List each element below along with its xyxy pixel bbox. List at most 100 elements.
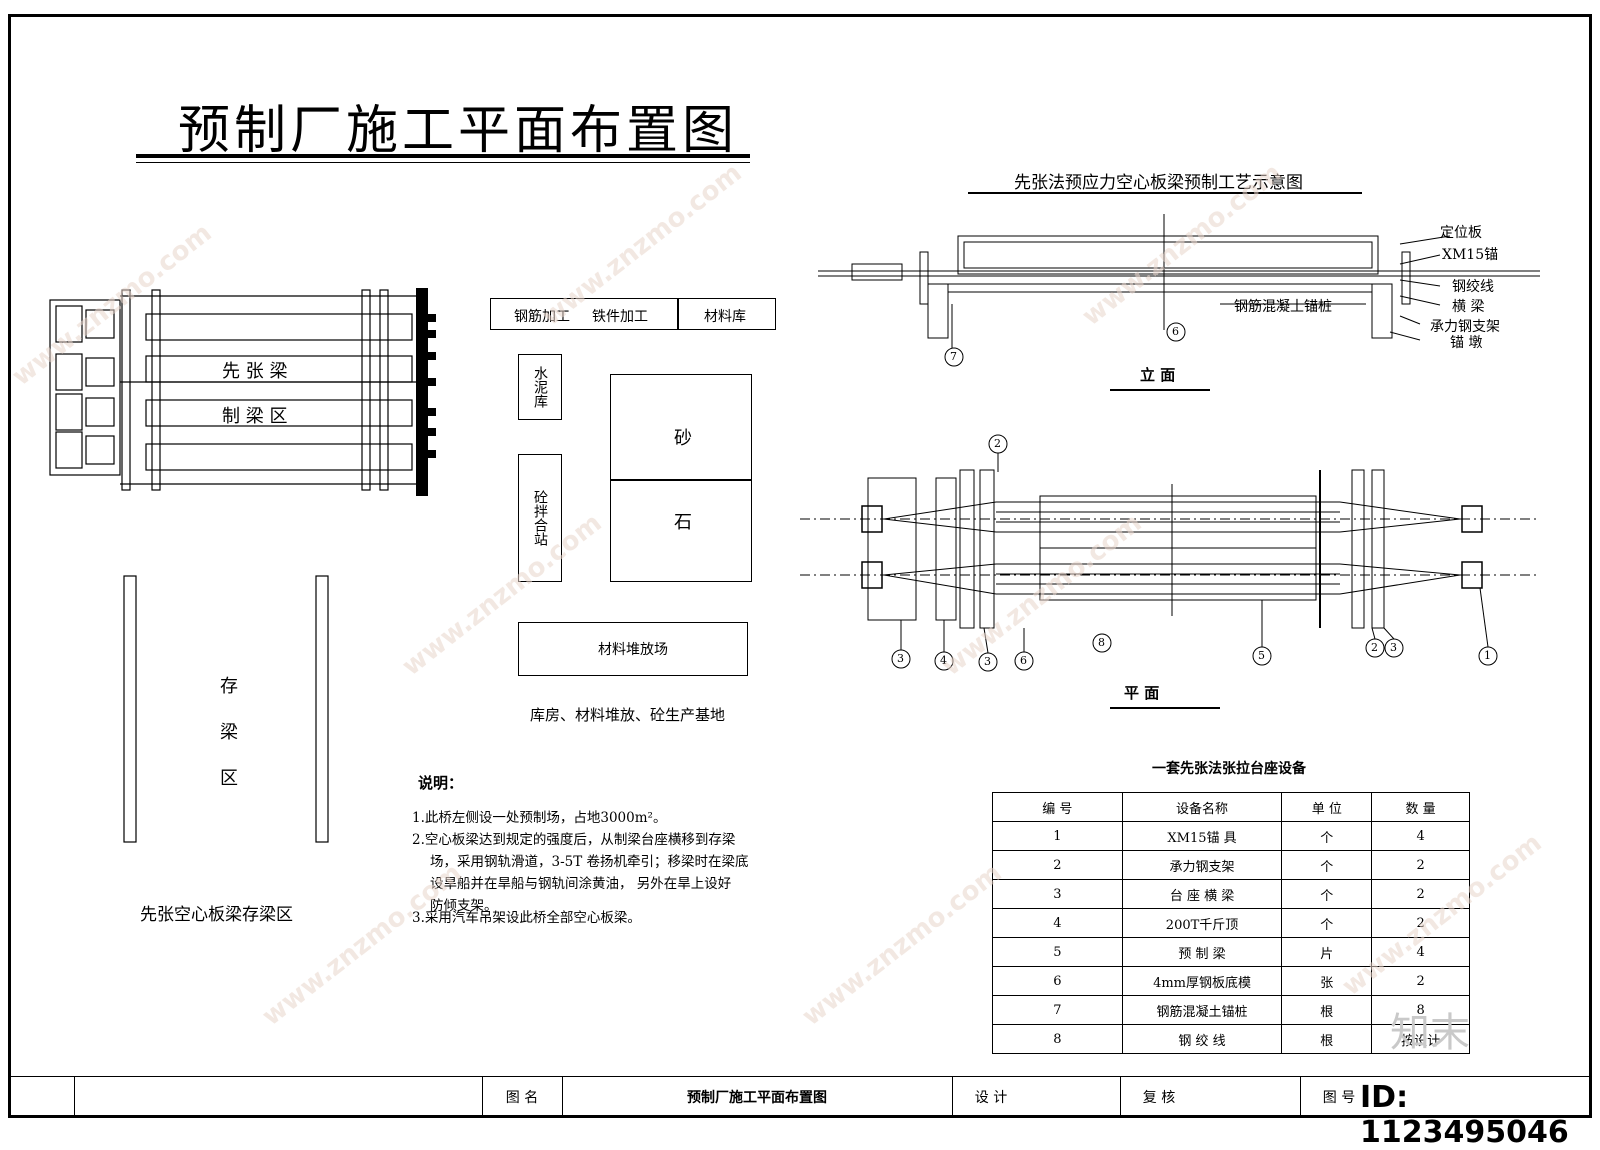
rebar-workshop-label: 钢筋加工 bbox=[514, 309, 570, 325]
zone-label-2: 制 梁 区 bbox=[222, 406, 288, 427]
cell-quantity: 8 bbox=[1371, 995, 1470, 1025]
tb-design-label: 设 计 bbox=[952, 1077, 1029, 1117]
tb-name-value: 预制厂施工平面布置图 bbox=[562, 1077, 951, 1117]
note-line: 1.此桥左侧设一处预制场，占地3000m²。 bbox=[412, 810, 667, 826]
marker-3: 3 bbox=[897, 652, 904, 665]
cell-number: 8 bbox=[992, 1024, 1123, 1054]
storage-char-3: 区 bbox=[220, 768, 238, 789]
cell-unit: 个 bbox=[1281, 908, 1373, 938]
marker-6: 6 bbox=[1020, 654, 1027, 667]
marker-1: 1 bbox=[1484, 649, 1491, 662]
label-anchor-pier: 锚 墩 bbox=[1450, 335, 1483, 351]
title-underline-thin bbox=[136, 162, 750, 163]
cell-name: 200T千斤顶 bbox=[1121, 908, 1283, 938]
cell-unit: 个 bbox=[1281, 850, 1373, 880]
cell-number: 6 bbox=[992, 966, 1123, 996]
page-title: 预制厂施工平面布置图 bbox=[178, 101, 739, 161]
storage-caption: 先张空心板梁存梁区 bbox=[140, 905, 293, 925]
cell-number: 2 bbox=[992, 850, 1123, 880]
cell-quantity: 2 bbox=[1371, 850, 1470, 880]
cell-name: 预 制 梁 bbox=[1121, 937, 1283, 967]
header-name: 设备名称 bbox=[1121, 792, 1283, 822]
label-positioning-plate: 定位板 bbox=[1440, 225, 1482, 241]
header-number: 编 号 bbox=[992, 792, 1123, 822]
label-anchor-pile: 钢筋混凝土锚桩 bbox=[1234, 299, 1332, 315]
cell-number: 5 bbox=[992, 937, 1123, 967]
storage-char-1: 存 bbox=[220, 676, 238, 697]
cell-number: 7 bbox=[992, 995, 1123, 1025]
header-unit: 单 位 bbox=[1281, 792, 1373, 822]
sand-label: 砂 bbox=[674, 428, 692, 449]
cell-quantity: 按设计 bbox=[1371, 1024, 1470, 1054]
cell-unit: 根 bbox=[1281, 1024, 1373, 1054]
material-yard-label: 材料堆放场 bbox=[598, 642, 668, 658]
watermark-logo: 知末 bbox=[1390, 1010, 1470, 1056]
process-title: 先张法预应力空心板梁预制工艺示意图 bbox=[1014, 173, 1303, 193]
equipment-title: 一套先张法张拉台座设备 bbox=[1152, 761, 1306, 777]
mixing-station: 砼拌合站 bbox=[518, 454, 562, 582]
base-caption: 库房、材料堆放、砼生产基地 bbox=[530, 706, 726, 724]
material-yard: 材料堆放场 bbox=[518, 622, 748, 676]
marker-7: 7 bbox=[950, 350, 957, 363]
zone-label-1: 先 张 梁 bbox=[222, 361, 288, 382]
note-line: 2.空心板梁达到规定的强度后，从制梁台座横移到存梁 bbox=[412, 832, 736, 848]
cement-store-label: 水泥库 bbox=[532, 366, 548, 408]
label-steel-support: 承力钢支架 bbox=[1430, 319, 1500, 335]
cell-unit: 个 bbox=[1281, 821, 1373, 851]
tb-name-label: 图 名 bbox=[482, 1077, 561, 1117]
marker-8: 8 bbox=[1098, 636, 1105, 649]
cement-store: 水泥库 bbox=[518, 354, 562, 420]
cell-quantity: 2 bbox=[1371, 879, 1470, 909]
cell-unit: 根 bbox=[1281, 995, 1373, 1025]
cell-quantity: 2 bbox=[1371, 966, 1470, 996]
title-block: 图 名 预制厂施工平面布置图 设 计 复 核 图 号 bbox=[10, 1076, 1590, 1117]
label-xm15-anchor: XM15锚 bbox=[1442, 247, 1499, 263]
drawing-frame bbox=[8, 14, 1592, 1118]
iron-workshop-label: 铁件加工 bbox=[592, 309, 648, 325]
cell-quantity: 4 bbox=[1371, 821, 1470, 851]
cell-name: XM15锚 具 bbox=[1121, 821, 1283, 851]
cell-unit: 张 bbox=[1281, 966, 1373, 996]
cell-unit: 个 bbox=[1281, 879, 1373, 909]
aggregate-yard bbox=[610, 374, 752, 582]
cell-unit: 片 bbox=[1281, 937, 1373, 967]
title-underline bbox=[136, 154, 750, 158]
note-line: 设旱船并在旱船与钢轨间涂黄油， 另外在旱上设好 bbox=[430, 876, 732, 892]
table-header-row: 编 号 设备名称 单 位 数 量 bbox=[992, 792, 1470, 822]
tb-review-label: 复 核 bbox=[1120, 1077, 1197, 1117]
elevation-caption: 立 面 bbox=[1140, 366, 1176, 384]
cell-name: 承力钢支架 bbox=[1121, 850, 1283, 880]
cell-name: 钢 绞 线 bbox=[1121, 1024, 1283, 1054]
notes-heading: 说明： bbox=[418, 774, 464, 792]
cell-quantity: 2 bbox=[1371, 908, 1470, 938]
marker-2: 2 bbox=[1371, 641, 1378, 654]
label-strand: 钢绞线 bbox=[1452, 279, 1494, 295]
marker-6: 6 bbox=[1172, 325, 1179, 338]
tb-drawing-no-label: 图 号 bbox=[1300, 1077, 1377, 1117]
storage-char-2: 梁 bbox=[220, 722, 238, 743]
mixing-station-label: 砼拌合站 bbox=[532, 490, 548, 546]
marker-4: 4 bbox=[940, 654, 947, 667]
cell-number: 4 bbox=[992, 908, 1123, 938]
note-line: 场，采用钢轨滑道，3-5T 卷扬机牵引；移梁时在梁底 bbox=[430, 854, 749, 870]
workshop-row bbox=[490, 298, 776, 330]
note-line: 3.采用汽车吊架设此桥全部空心板梁。 bbox=[412, 910, 641, 926]
marker-3: 3 bbox=[1390, 641, 1397, 654]
cell-number: 3 bbox=[992, 879, 1123, 909]
plan-caption: 平 面 bbox=[1124, 684, 1160, 702]
cell-number: 1 bbox=[992, 821, 1123, 851]
note-line: 防倾支架。 bbox=[430, 898, 498, 914]
cell-name: 台 座 横 梁 bbox=[1121, 879, 1283, 909]
process-title-underline bbox=[968, 192, 1362, 194]
